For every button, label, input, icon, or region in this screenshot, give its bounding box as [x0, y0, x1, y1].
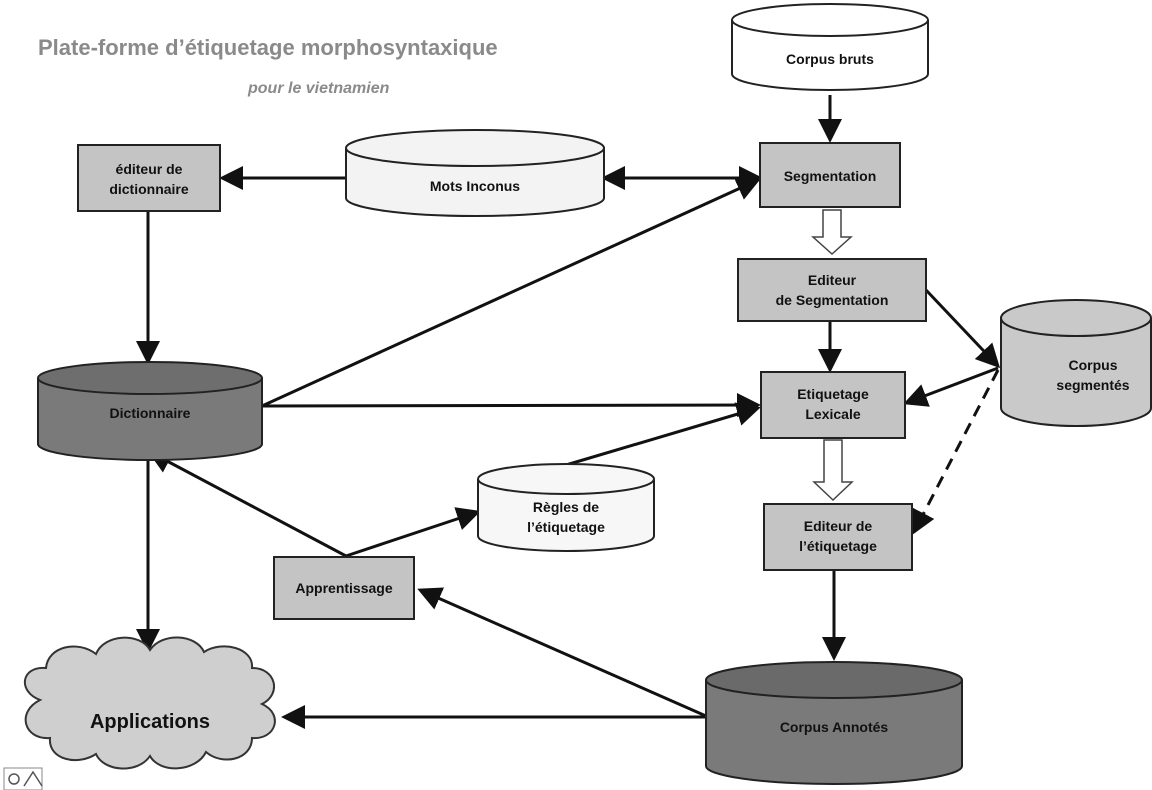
node-applications: Applications — [23, 636, 276, 770]
regles-line1: Règles de — [533, 499, 599, 515]
apprentissage-label: Apprentissage — [295, 580, 392, 596]
editeur-dictionnaire-line2: dictionnaire — [109, 181, 189, 197]
mots-inconus-label: Mots Inconus — [430, 178, 520, 194]
editeur-etiquetage-line1: Editeur de — [804, 518, 873, 534]
diagram-title: Plate-forme d’étiquetage morphosyntaxiqu… — [38, 35, 498, 60]
corner-shape-icon[interactable] — [3, 767, 43, 790]
edge-apprentissage-to-regles — [345, 507, 481, 558]
node-editeur-dictionnaire: éditeur de dictionnaire — [77, 144, 221, 212]
node-editeur-etiquetage: Editeur de l’étiquetage — [763, 503, 913, 571]
node-segmentation: Segmentation — [759, 142, 901, 208]
hollow-arrow-segmentation-to-editeur — [811, 209, 853, 256]
regles-line2: l’étiquetage — [527, 519, 605, 535]
node-dictionnaire: Dictionnaire — [37, 361, 263, 461]
hollow-arrow-etiquetage-to-editeur — [812, 439, 854, 502]
node-apprentissage: Apprentissage — [273, 556, 415, 620]
corpus-segmentes-line2: segmentés — [1056, 377, 1129, 393]
etiquetage-lexicale-line2: Lexicale — [805, 406, 860, 422]
editeur-etiquetage-line2: l’étiquetage — [799, 538, 877, 554]
edge-corpus-annotes-to-apprentissage — [417, 587, 707, 718]
edge-dictionnaire-to-etiquetage — [261, 393, 761, 418]
node-editeur-segmentation: Editeur de Segmentation — [737, 258, 927, 322]
applications-label: Applications — [90, 711, 210, 733]
diagram-subtitle: pour le vietnamien — [247, 80, 390, 97]
edge-apprentissage-to-dictionnaire — [147, 450, 347, 558]
edge-dictionnaire-to-segmentation — [261, 177, 761, 408]
node-mots-inconus: Mots Inconus — [345, 129, 605, 217]
edge-corpus-segmentes-to-editeur-etiquetage — [912, 369, 1000, 535]
editeur-segmentation-line2: de Segmentation — [776, 292, 889, 308]
corpus-bruts-label: Corpus bruts — [786, 51, 874, 67]
etiquetage-lexicale-line1: Etiquetage — [797, 386, 869, 402]
corpus-annotes-label: Corpus Annotés — [780, 719, 889, 735]
edges — [136, 95, 1001, 729]
edge-corpus-segmentes-to-etiquetage — [903, 366, 999, 407]
editeur-segmentation-line1: Editeur — [808, 272, 857, 288]
node-corpus-annotes: Corpus Annotés — [705, 661, 963, 785]
segmentation-label: Segmentation — [784, 168, 877, 184]
dictionnaire-label: Dictionnaire — [110, 405, 191, 421]
editeur-dictionnaire-line1: éditeur de — [116, 161, 183, 177]
edge-regles-to-etiquetage — [565, 402, 761, 467]
corpus-segmentes-line1: Corpus — [1069, 357, 1118, 373]
node-etiquetage-lexicale: Etiquetage Lexicale — [760, 371, 906, 439]
node-corpus-segmentes: Corpus segmentés — [1000, 299, 1152, 427]
node-regles: Règles de l’étiquetage — [477, 463, 655, 552]
node-corpus-bruts: Corpus bruts — [731, 3, 929, 91]
edge-editeur-segmentation-to-corpus-segmentes — [924, 288, 1001, 369]
